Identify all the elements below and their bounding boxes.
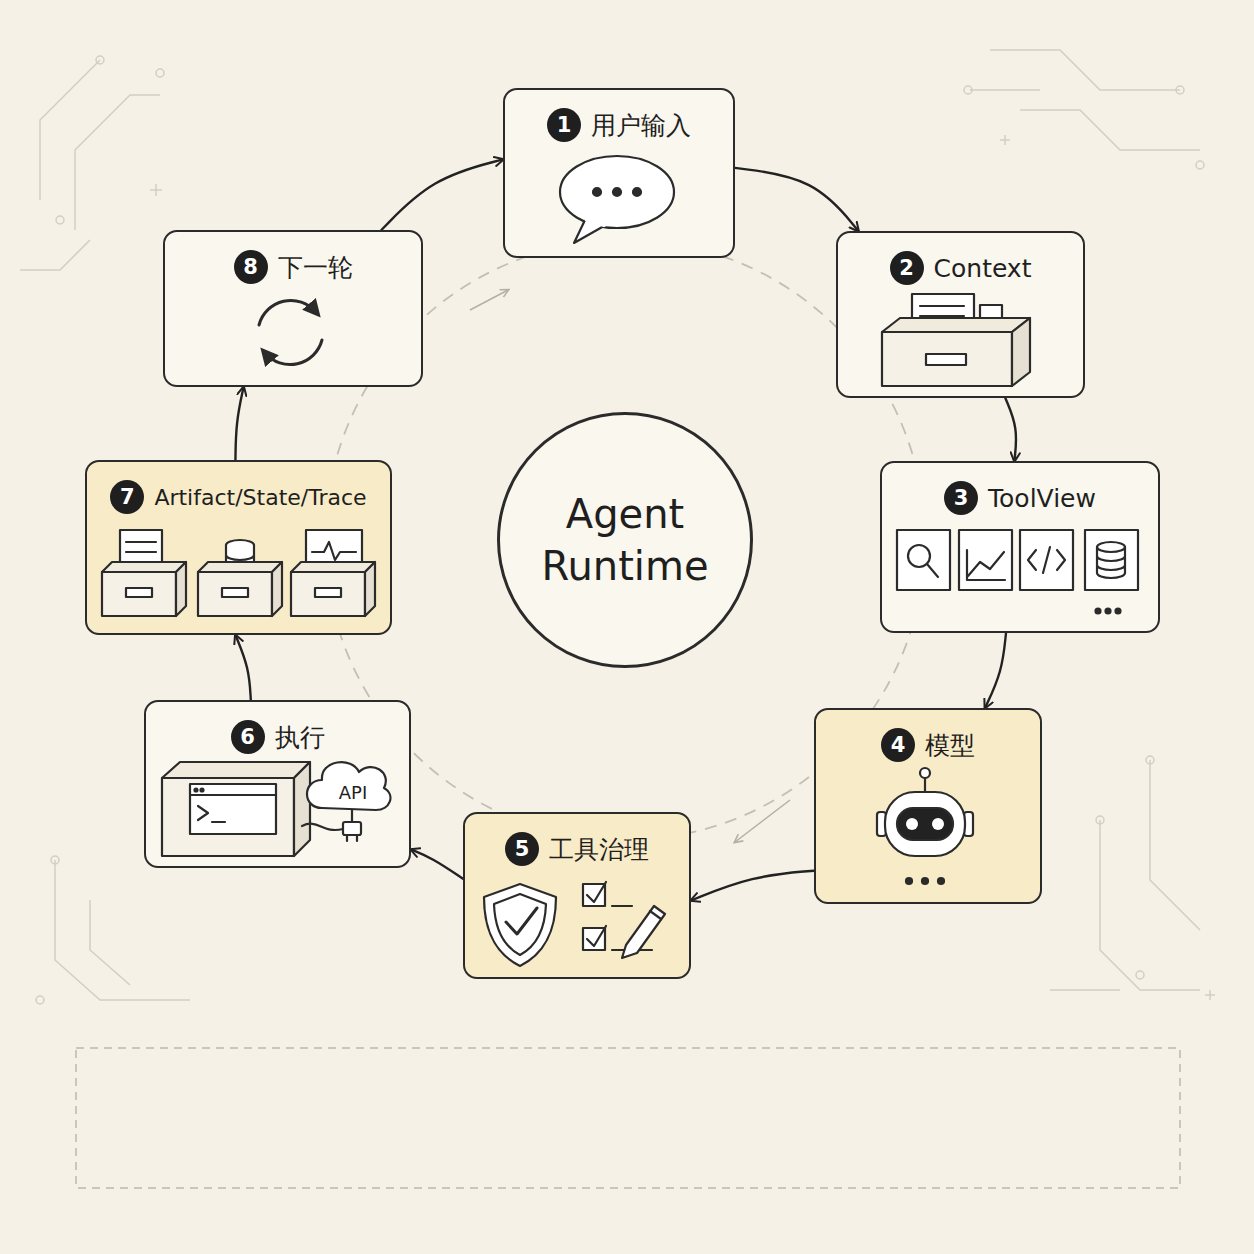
step-number: 3 [944,481,978,515]
step-box: 3 ToolView [880,461,1160,633]
step-title: ToolView [988,484,1096,513]
box-header: 2 Context [838,233,1083,285]
box-header: 6 执行 [146,702,409,754]
step-title: 模型 [925,729,975,762]
box-header: 3 ToolView [882,463,1158,515]
robot-icon [877,768,973,884]
step-title: Context [934,254,1032,283]
center-title: Agent Runtime [525,488,725,592]
ring-arrow [735,800,790,842]
storage-drawers-icon [102,530,375,616]
box-header: 5 工具治理 [465,814,689,866]
step-number: 5 [505,832,539,866]
flow-arrow [235,387,243,460]
flow-arrow [411,850,463,879]
step-box: 7 Artifact/State/Trace [85,460,392,635]
step-box: 8 下一轮 [163,230,423,387]
step-number: 6 [231,720,265,754]
step-title: 用户输入 [591,109,691,142]
step-number: 2 [890,251,924,285]
api-cloud-icon [302,762,390,841]
step-number: 7 [110,480,144,514]
governance-icon [484,882,665,966]
flow-arrow [1005,398,1016,461]
step-title: 执行 [275,721,325,754]
center-circle: Agent Runtime [497,412,753,668]
flow-arrow [235,635,250,700]
box-header: 7 Artifact/State/Trace [87,462,390,514]
flow-arrow [381,159,503,230]
ring-arrow [470,290,508,310]
step-box: 2 Context [836,231,1085,398]
box-fills [87,88,1158,979]
circuit-decor [20,50,1215,1004]
flow-arrow [735,168,858,231]
file-box-icon [882,294,1030,386]
step-title: 工具治理 [549,833,649,866]
step-box: 1 用户输入 [503,88,735,258]
refresh-icon [259,300,322,364]
box-header: 1 用户输入 [505,90,733,142]
tool-icons [897,530,1138,614]
step-number: 8 [234,250,268,284]
step-number: 1 [547,108,581,142]
step-box: 5 工具治理 [463,812,691,979]
flow-arrow [691,871,814,901]
empty-panel [76,1048,1180,1188]
step-title: Artifact/State/Trace [154,485,366,510]
step-number: 4 [881,728,915,762]
icon-label: API [339,782,367,803]
step-title: 下一轮 [278,251,353,284]
step-box: 4 模型 [814,708,1042,904]
speech-bubble-icon [560,156,674,243]
flow-arrow [985,633,1006,708]
step-box: 6 执行 [144,700,411,868]
sandbox-terminal-icon [162,762,310,856]
box-header: 8 下一轮 [165,232,421,284]
box-header: 4 模型 [816,710,1040,762]
